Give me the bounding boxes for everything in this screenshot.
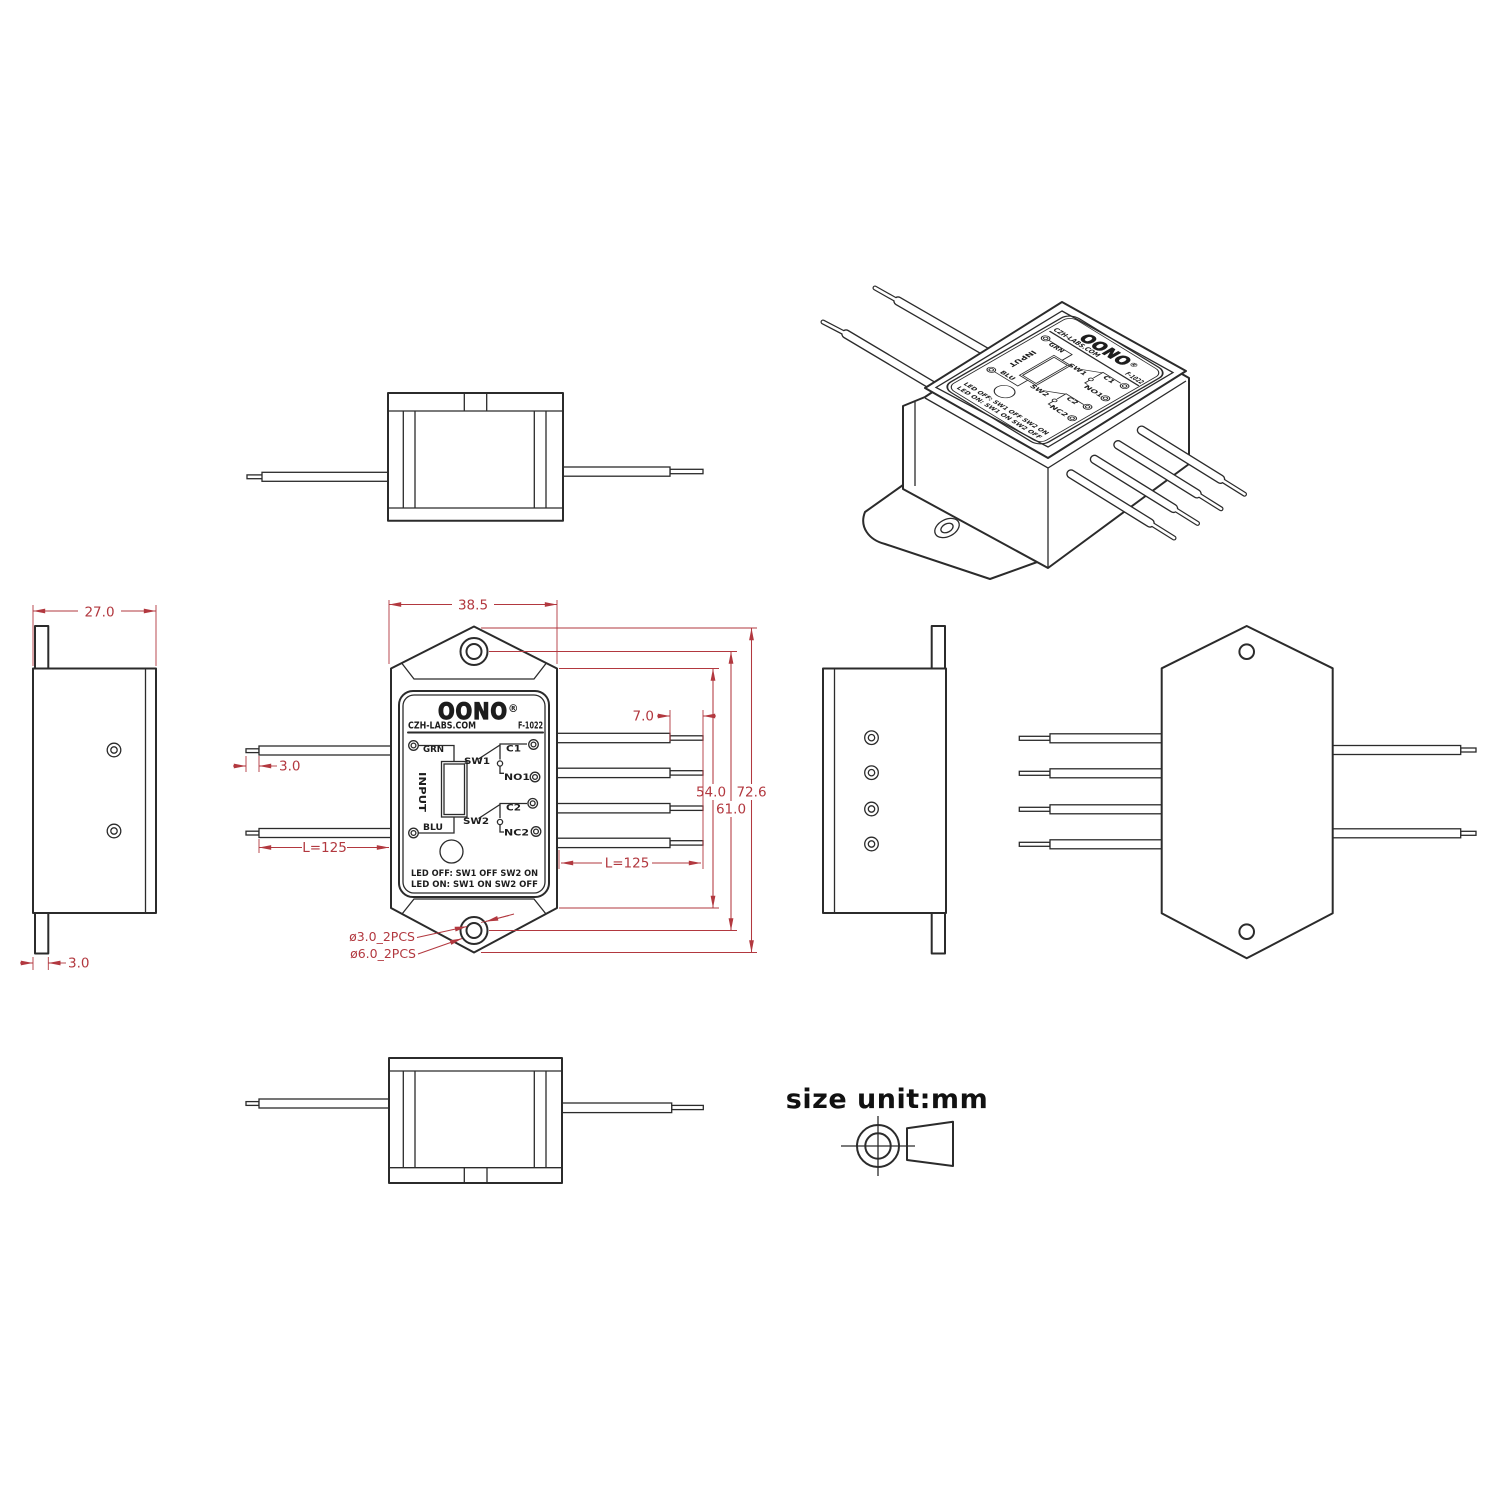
dim-text: 54.0: [696, 785, 726, 801]
front-view: OONO ® CZH-LABS.COM F-1022 GRN BLU INPUT: [233, 598, 767, 961]
dim-body-height: 54.0: [559, 668, 726, 909]
wire: [245, 1100, 260, 1107]
wire: [1089, 454, 1200, 526]
c1-label: C1: [506, 745, 521, 755]
c2-label: C2: [506, 804, 521, 814]
dim-text: 3.0: [68, 956, 89, 972]
wire: [245, 732, 704, 849]
dim-input-wire-strip: 3.0: [233, 756, 300, 775]
sw2-label: SW2: [463, 817, 489, 827]
dim-output-wire-length: L=125: [558, 850, 701, 872]
size-unit-text: size unit:mm: [786, 1084, 988, 1115]
projection-symbol-icon: [841, 1116, 954, 1176]
dim-hole-pitch: 61.0: [489, 651, 746, 931]
wire: [872, 285, 1000, 362]
dim-text: L=125: [302, 840, 347, 856]
dim-input-wire-length: L=125: [258, 839, 389, 856]
wire: [1113, 440, 1224, 512]
module-body: [32, 667, 157, 914]
mounting-hole-top: [459, 637, 489, 666]
wire: [669, 468, 704, 475]
led-legend-line2: LED ON: SW1 ON SW2 OFF: [411, 880, 538, 890]
dim-text: L=125: [605, 856, 650, 872]
wire: [820, 319, 945, 395]
input-label: INPUT: [416, 772, 427, 813]
blu-label: BLU: [423, 823, 443, 833]
mounting-ear: [862, 484, 1041, 580]
module-housing: [1160, 625, 1334, 960]
back-view: [1018, 625, 1477, 960]
grn-label: GRN: [423, 745, 444, 755]
module-housing: [390, 625, 558, 954]
led-indicator: [439, 839, 464, 864]
wire: [258, 1098, 390, 1109]
site-text: CZH-LABS.COM: [408, 721, 476, 732]
led-legend-line1: LED OFF: SW1 OFF SW2 ON: [411, 869, 538, 879]
dim-text: 72.6: [736, 785, 766, 801]
wire: [562, 466, 671, 477]
dim-text: 3.0: [279, 759, 300, 775]
top-view: [246, 392, 704, 522]
module-body: [388, 1057, 563, 1184]
dim-text: ø6.0_2PCS: [350, 946, 416, 961]
left-side-view: 27.0 3.0: [20, 605, 157, 972]
nc2-label: NC2: [504, 829, 529, 839]
registered-mark: ®: [508, 703, 519, 715]
module-body: [387, 392, 564, 522]
dim-flange-thickness: 3.0: [20, 956, 89, 972]
wire: [246, 474, 264, 480]
wire: [261, 471, 389, 482]
dim-text: ø3.0_2PCS: [349, 929, 415, 944]
module-lid: [924, 301, 1187, 459]
wire-end: [864, 730, 879, 852]
dim-overall-height: 72.6: [481, 627, 767, 953]
size-unit-note: size unit:mm: [786, 1084, 988, 1176]
dim-text: 38.5: [458, 598, 488, 614]
right-side-view: [822, 625, 947, 955]
dim-text: 27.0: [84, 605, 114, 621]
bottom-view: [245, 1057, 704, 1184]
dim-body-depth: 27.0: [32, 605, 157, 666]
wire-end: [106, 742, 122, 839]
relay-block-inner: [443, 763, 466, 816]
brand-text: OONO: [438, 700, 508, 725]
ear-mount-hole: [934, 517, 960, 539]
dim-mount-hole-callout: ø3.0_2PCS ø6.0_2PCS: [349, 913, 515, 961]
dim-text: 7.0: [633, 709, 654, 725]
sw1-label: SW1: [464, 757, 490, 767]
switch-sw1: SW1 C1 NO1: [464, 739, 541, 783]
model-text: F-1022: [518, 721, 543, 732]
dim-output-wire-strip: 7.0: [633, 709, 716, 869]
module-body: [822, 667, 947, 914]
wire: [561, 1102, 673, 1114]
dim-body-width: 38.5: [388, 598, 558, 664]
wire: [1136, 425, 1247, 497]
switch-sw2: SW2 C2 NC2: [463, 797, 542, 839]
isometric-view: [820, 285, 1247, 580]
wire: [671, 1104, 704, 1111]
front-panel-label: OONO ® CZH-LABS.COM F-1022 GRN BLU INPUT: [398, 690, 550, 898]
dim-text: 61.0: [716, 802, 746, 818]
mounting-hole-top: [1238, 643, 1255, 661]
wire: [1018, 733, 1477, 850]
mounting-hole-bottom: [1238, 923, 1255, 941]
no1-label: NO1: [504, 773, 530, 783]
wire: [1066, 469, 1177, 541]
